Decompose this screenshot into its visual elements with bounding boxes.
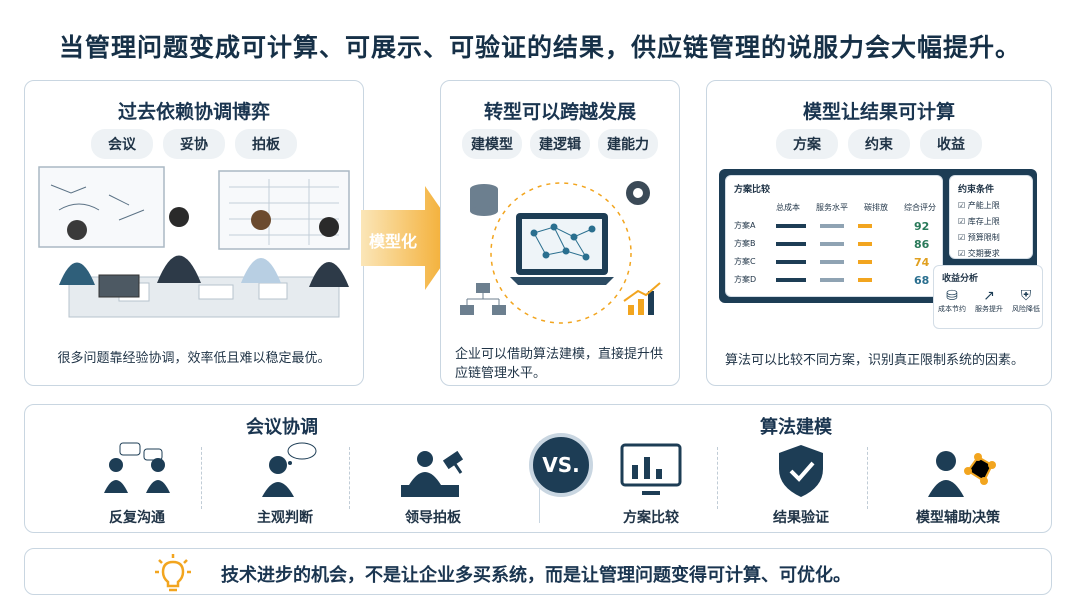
tag-decide: 拍板 xyxy=(235,129,297,159)
item-subjective-judgment: 主观判断 xyxy=(225,441,345,527)
shield-icon: ⛨ xyxy=(1020,288,1032,304)
row-score: 92 xyxy=(914,220,930,233)
row-score: 74 xyxy=(914,256,930,269)
benefits-card: 收益分析 ⛁成本节约 ↗服务提升 ⛨风险降低 xyxy=(933,265,1043,329)
table-row: 方案D 68 xyxy=(734,274,936,288)
footer-text: 技术进步的机会，不是让企业多买系统，而是让管理问题变得可计算、可优化。 xyxy=(221,565,851,586)
table-row: 方案B 86 xyxy=(734,238,936,252)
vs-badge: VS. xyxy=(529,433,593,497)
checkbox-icon: ☑ xyxy=(958,249,968,258)
item-plan-comparison: 方案比较 xyxy=(591,441,711,527)
panel-model: 模型让结果可计算 方案 约束 收益 方案比较 总成本 服务水平 碳排放 综合评分… xyxy=(706,80,1052,386)
item-label: 模型辅助决策 xyxy=(916,510,1000,526)
constraints-list: ☑ 产能上限 ☑ 库存上限 ☑ 预算限制 ☑ 交期要求 xyxy=(958,198,1000,262)
list-item: ☑ 交期要求 xyxy=(958,249,1000,258)
growth-chart-icon xyxy=(623,282,661,315)
thinking-person-icon xyxy=(262,442,317,497)
algorithm-title: 算法建模 xyxy=(760,417,832,438)
item-label: 主观判断 xyxy=(257,510,313,526)
table-row: 方案A 92 xyxy=(734,220,936,234)
list-item: ☑ 库存上限 xyxy=(958,217,1000,226)
item-label: 领导拍板 xyxy=(405,510,461,526)
tag-compromise: 妥协 xyxy=(163,129,225,159)
footer-banner: 技术进步的机会，不是让企业多买系统，而是让管理问题变得可计算、可优化。 xyxy=(24,548,1052,595)
col-cost: 总成本 xyxy=(776,203,800,212)
database-icon xyxy=(470,184,498,216)
cost-saving-item: ⛁成本节约 xyxy=(938,288,966,313)
arrow-right-icon xyxy=(361,186,461,290)
comparison-card: 方案比较 总成本 服务水平 碳排放 综合评分 方案A 92 方案B 86 方案C… xyxy=(725,175,943,297)
dash-divider xyxy=(349,447,350,509)
shield-check-icon xyxy=(779,445,823,497)
item-leader-decision: 领导拍板 xyxy=(373,441,493,527)
tag-build-model: 建模型 xyxy=(462,129,522,159)
panel-past: 过去依赖协调博弈 会议 妥协 拍板 很多问题靠经验协调，效率低且难以稳定最优。 xyxy=(24,80,364,386)
tag-build-logic: 建逻辑 xyxy=(530,129,590,159)
person-network-icon xyxy=(928,451,996,497)
leader-gavel-icon xyxy=(401,450,464,497)
constraints-title: 约束条件 xyxy=(958,185,995,195)
dash-divider xyxy=(717,447,718,509)
panel-past-caption: 很多问题靠经验协调，效率低且难以稳定最优。 xyxy=(57,351,331,366)
benefits-title: 收益分析 xyxy=(942,274,979,284)
panel-past-title: 过去依赖协调博弈 xyxy=(117,101,270,123)
item-repeated-communication: 反复沟通 xyxy=(77,441,197,527)
item-model-decision: 模型辅助决策 xyxy=(893,441,1023,527)
panel-transform-title: 转型可以跨越发展 xyxy=(483,101,636,123)
checkbox-icon: ☑ xyxy=(958,217,968,226)
dash-divider xyxy=(867,447,868,509)
hierarchy-icon xyxy=(460,283,506,315)
comparison-header: 总成本 服务水平 碳排放 综合评分 xyxy=(776,202,936,213)
gear-icon xyxy=(626,181,650,205)
row-name: 方案C xyxy=(734,257,756,266)
panel-model-tags: 方案 约束 收益 xyxy=(707,129,1051,159)
row-score: 86 xyxy=(914,238,930,251)
col-score: 综合评分 xyxy=(904,203,936,212)
panel-transform: 转型可以跨越发展 建模型 建逻辑 建能力 企业可以借助算法建模，直接提升供应链管… xyxy=(440,80,680,386)
item-label: 结果验证 xyxy=(773,510,829,526)
people-chat-icon xyxy=(104,442,170,493)
chart-up-icon: ↗ xyxy=(983,288,995,304)
comparison-title: 方案比较 xyxy=(734,185,771,195)
panel-model-title: 模型让结果可计算 xyxy=(802,101,955,123)
table-row: 方案C 74 xyxy=(734,256,936,270)
tag-build-capability: 建能力 xyxy=(598,129,658,159)
monitor-chart-icon xyxy=(620,443,682,495)
dash-divider xyxy=(201,447,202,509)
panel-transform-tags: 建模型 建逻辑 建能力 xyxy=(441,129,679,159)
row-name: 方案D xyxy=(734,275,757,284)
item-result-verification: 结果验证 xyxy=(741,441,861,527)
tag-meeting: 会议 xyxy=(91,129,153,159)
row-name: 方案A xyxy=(734,221,756,230)
meeting-illustration xyxy=(38,166,350,318)
panel-past-tags: 会议 妥协 拍板 xyxy=(25,129,363,159)
service-up-item: ↗服务提升 xyxy=(975,288,1003,313)
coins-icon: ⛁ xyxy=(946,288,958,304)
row-name: 方案B xyxy=(734,239,756,248)
arrow-label: 模型化 xyxy=(369,232,418,251)
checkbox-icon: ☑ xyxy=(958,201,968,210)
tag-constraint: 约束 xyxy=(848,129,910,159)
lightbulb-icon xyxy=(155,554,191,592)
risk-down-item: ⛨风险降低 xyxy=(1012,288,1040,313)
list-item: ☑ 预算限制 xyxy=(958,233,1000,242)
comparison-box: 会议协调 算法建模 反复沟通 主观判断 领导拍板 VS. 方案比较 结果验证 模… xyxy=(24,404,1052,533)
panel-transform-caption: 企业可以借助算法建模，直接提升供应链管理水平。 xyxy=(455,347,664,381)
row-score: 68 xyxy=(914,274,930,287)
panel-model-caption: 算法可以比较不同方案，识别真正限制系统的因素。 xyxy=(725,353,1025,368)
col-carbon: 碳排放 xyxy=(864,203,888,212)
list-item: ☑ 产能上限 xyxy=(958,201,1000,210)
item-label: 方案比较 xyxy=(623,510,679,526)
checkbox-icon: ☑ xyxy=(958,233,968,242)
tag-benefit: 收益 xyxy=(920,129,982,159)
item-label: 反复沟通 xyxy=(109,510,165,526)
constraints-card: 约束条件 ☑ 产能上限 ☑ 库存上限 ☑ 预算限制 ☑ 交期要求 xyxy=(949,175,1033,259)
network-laptop-illustration xyxy=(460,181,661,324)
meeting-title: 会议协调 xyxy=(246,417,318,438)
headline: 当管理问题变成可计算、可展示、可验证的结果，供应链管理的说服力会大幅提升。 xyxy=(58,33,1021,62)
col-service: 服务水平 xyxy=(816,203,848,212)
tag-plan: 方案 xyxy=(776,129,838,159)
